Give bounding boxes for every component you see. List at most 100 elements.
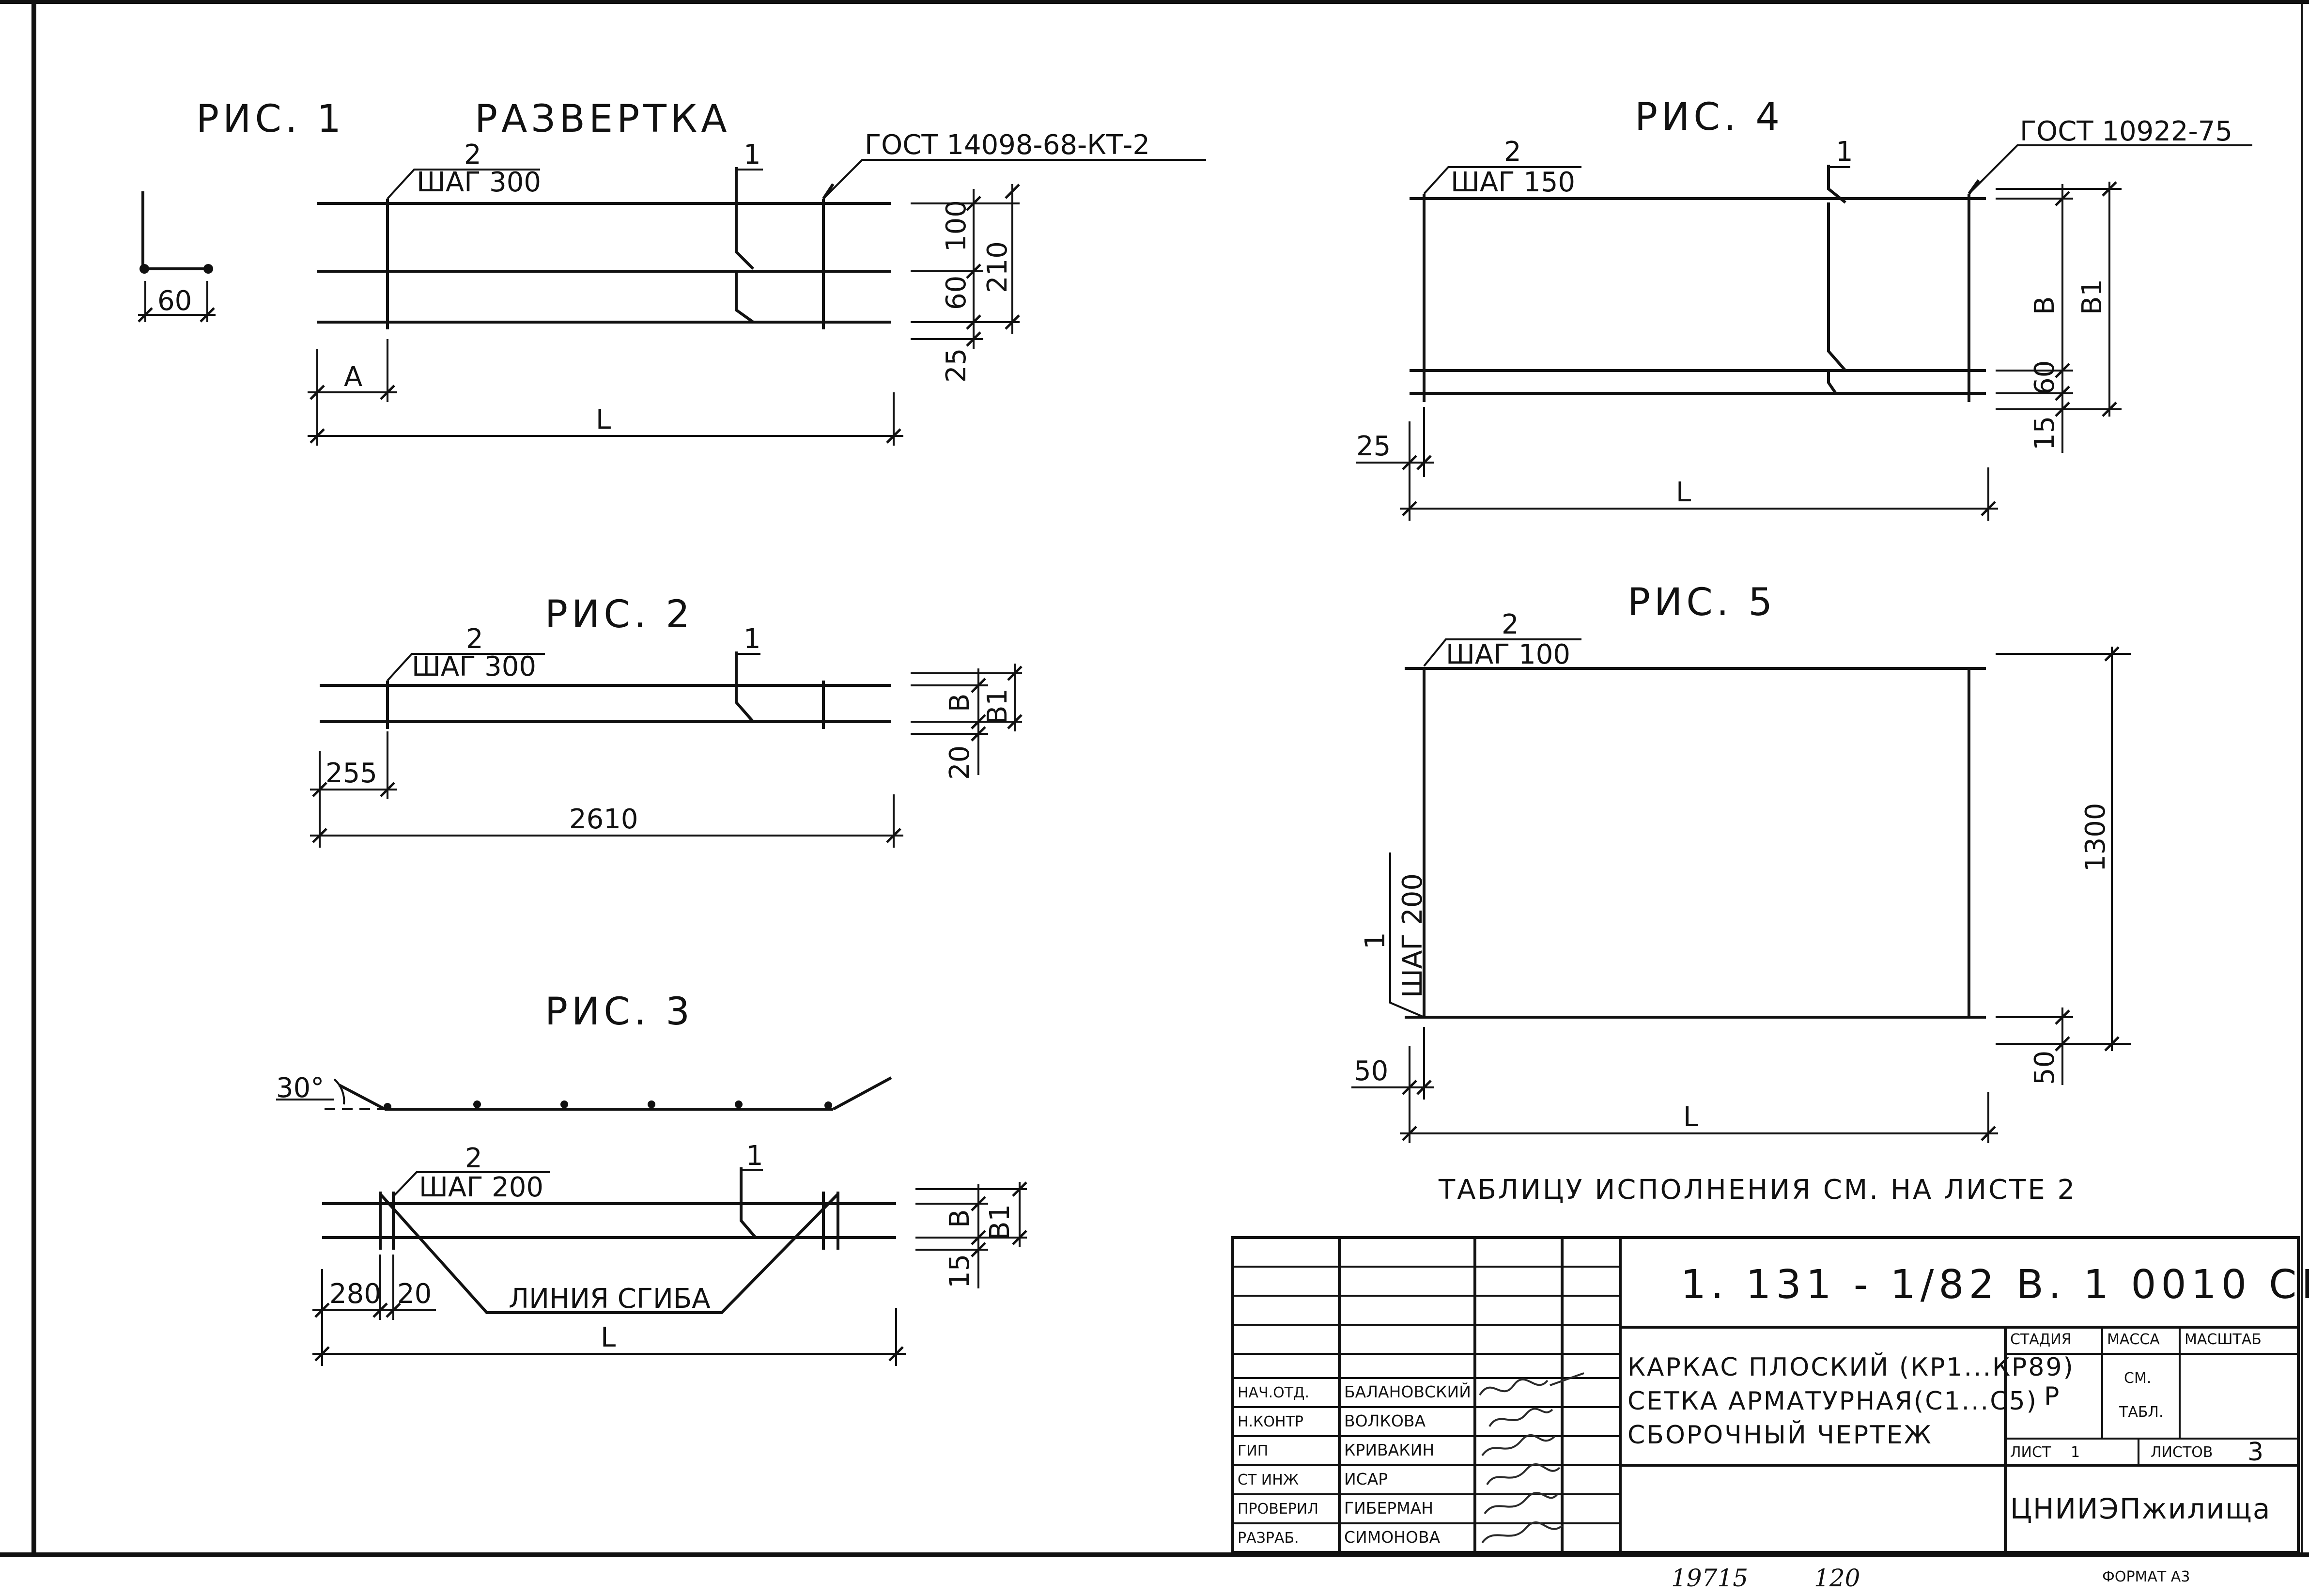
sheets-label: ЛИСТОВ	[2151, 1444, 2213, 1461]
document-code: 1. 131 - 1/82 В. 1 0010 СБ	[1681, 1262, 2309, 1308]
fig3-dim-b1: В1	[984, 1204, 1016, 1240]
staff-name: ГИБЕРМАН	[1344, 1499, 1433, 1518]
fig5-dim-50-right: 50	[2029, 1051, 2061, 1085]
mass-value-line-2: ТАБЛ.	[2119, 1404, 2164, 1421]
fig3-mesh	[322, 1167, 896, 1314]
inventory-number: 19715	[1671, 1564, 1748, 1592]
fig2-step: ШАГ 300	[412, 651, 536, 682]
figure-4: РИС. 4 2 ШАГ 150 1 ГОСТ 10922-75	[1356, 95, 2252, 521]
fig1-step: ШАГ 300	[417, 167, 541, 198]
fig3-title: РИС. 3	[545, 990, 694, 1034]
fig4-dim-15: 15	[2029, 416, 2061, 450]
fig4-dimensions	[1356, 182, 2122, 521]
fig1-subtitle: РАЗВЕРТКА	[475, 97, 731, 141]
fig4-dim-25: 25	[1356, 431, 1391, 462]
staff-name: СИМОНОВА	[1344, 1528, 1441, 1547]
fig2-dimensions	[310, 664, 1022, 848]
fig3-label-2: 2	[465, 1143, 482, 1174]
fig2-label-2: 2	[466, 623, 483, 655]
fig4-dim-b1: В1	[2077, 279, 2108, 315]
fig4-label-2: 2	[1504, 136, 1521, 168]
fig2-dim-20: 20	[944, 745, 976, 780]
fig1-gost: ГОСТ 14098-68-КТ-2	[865, 129, 1150, 161]
fig1-dim-25: 25	[941, 348, 972, 383]
fig4-gost: ГОСТ 10922-75	[2020, 116, 2232, 147]
staff-role: НАЧ.ОТД.	[1238, 1384, 1309, 1401]
fig1-dim-60: 60	[941, 276, 972, 310]
fig4-dim-60: 60	[2029, 360, 2061, 395]
fig1-section-dim: 60	[157, 285, 192, 317]
fig4-title: РИС. 4	[1635, 95, 1783, 139]
sheets-value: 3	[2247, 1438, 2265, 1467]
fig2-label-1: 1	[744, 623, 761, 655]
fig1-dim-100: 100	[941, 200, 972, 252]
staff-name: КРИВАКИН	[1344, 1441, 1434, 1459]
fig5-mesh	[1389, 638, 1986, 1019]
execution-table-note: ТАБЛИЦУ ИСПОЛНЕНИЯ СМ. НА ЛИСТЕ 2	[1438, 1174, 2077, 1206]
staff-name: ВОЛКОВА	[1344, 1411, 1426, 1430]
fig3-dim-l: L	[601, 1322, 616, 1353]
fig1-dim-a: А	[344, 361, 362, 393]
fig1-mesh	[317, 159, 1206, 329]
sheet-number-footer: 120	[1814, 1564, 1860, 1592]
fig3-dim-280: 280	[329, 1278, 381, 1310]
stage-value: Р	[2044, 1382, 2061, 1411]
fig1-label-1: 1	[744, 139, 761, 170]
staff-role: РАЗРАБ.	[1238, 1530, 1299, 1547]
fig3-dim-20: 20	[397, 1278, 432, 1310]
fig1-title: РИС. 1	[196, 97, 345, 141]
signatures	[1479, 1372, 1584, 1544]
staff-name: БАЛАНОВСКИЙ	[1344, 1382, 1471, 1401]
fig3-bend-profile	[276, 1076, 892, 1111]
fig1-dim-210: 210	[982, 241, 1013, 293]
fig3-dim-15: 15	[944, 1254, 976, 1288]
fig3-step: ШАГ 200	[419, 1172, 543, 1203]
fig5-title: РИС. 5	[1627, 581, 1776, 624]
fig4-dim-l: L	[1676, 477, 1691, 508]
scale-header: МАСШТАБ	[2185, 1331, 2262, 1348]
fig5-label-1: 1	[1360, 932, 1391, 949]
fig1-dimensions	[308, 184, 1020, 446]
fig3-label-1: 1	[746, 1140, 763, 1172]
fig5-dim-50-left: 50	[1354, 1055, 1388, 1087]
figure-1: РИС. 1 РАЗВЕРТКА 60 2 ШАГ 3	[138, 97, 1206, 446]
mass-header: МАССА	[2107, 1331, 2160, 1348]
fig1-dim-l: L	[596, 404, 611, 435]
fig2-title: РИС. 2	[545, 593, 694, 636]
fig3-bend-line: ЛИНИЯ СГИБА	[509, 1283, 711, 1315]
staff-role: ПРОВЕРИЛ	[1238, 1501, 1318, 1518]
figure-2: РИС. 2 2 ШАГ 300 1	[310, 593, 1022, 848]
fig2-dim-b1: В1	[982, 688, 1013, 724]
fig5-dim-1300: 1300	[2080, 803, 2111, 872]
fig1-section-view: 60	[138, 191, 216, 322]
staff-role: Н.КОНТР	[1238, 1413, 1303, 1430]
fig5-dim-l: L	[1683, 1101, 1698, 1133]
fig3-angle: 30°	[276, 1072, 324, 1104]
fig2-dim-255: 255	[325, 758, 377, 789]
fig1-label-2: 2	[464, 139, 481, 170]
fig4-mesh	[1410, 144, 2252, 402]
stage-header: СТАДИЯ	[2010, 1331, 2072, 1348]
sheet-label: ЛИСТ	[2010, 1444, 2051, 1461]
fig4-label-1: 1	[1836, 136, 1853, 168]
mass-value-line-1: СМ.	[2124, 1370, 2151, 1387]
fig2-mesh	[320, 651, 891, 729]
fig3-dimensions	[312, 1182, 1027, 1366]
fig2-dim-b: В	[944, 694, 976, 712]
fig5-step-top: ШАГ 100	[1446, 639, 1570, 670]
title-description-line-2: СЕТКА АРМАТУРНАЯ(С1...С5)	[1627, 1387, 2038, 1416]
title-block	[1231, 1236, 2300, 1554]
staff-name: ИСАР	[1344, 1470, 1388, 1488]
staff-role: ГИП	[1238, 1442, 1268, 1459]
sheet-value: 1	[2071, 1444, 2080, 1461]
staff-role: СТ ИНЖ	[1238, 1472, 1299, 1488]
figure-3: РИС. 3 30° 2	[276, 990, 1027, 1366]
fig4-step: ШАГ 150	[1451, 167, 1575, 198]
figure-5: РИС. 5 2 ШАГ 100 1 ШАГ 200	[1351, 581, 2131, 1143]
paper-format: ФОРМАТ А3	[2102, 1568, 2190, 1585]
sheet-frame	[0, 0, 2309, 1557]
title-description-line-3: СБОРОЧНЫЙ ЧЕРТЕЖ	[1627, 1420, 1933, 1450]
fig2-dim-2610: 2610	[569, 804, 638, 835]
fig5-dimensions	[1351, 647, 2131, 1143]
